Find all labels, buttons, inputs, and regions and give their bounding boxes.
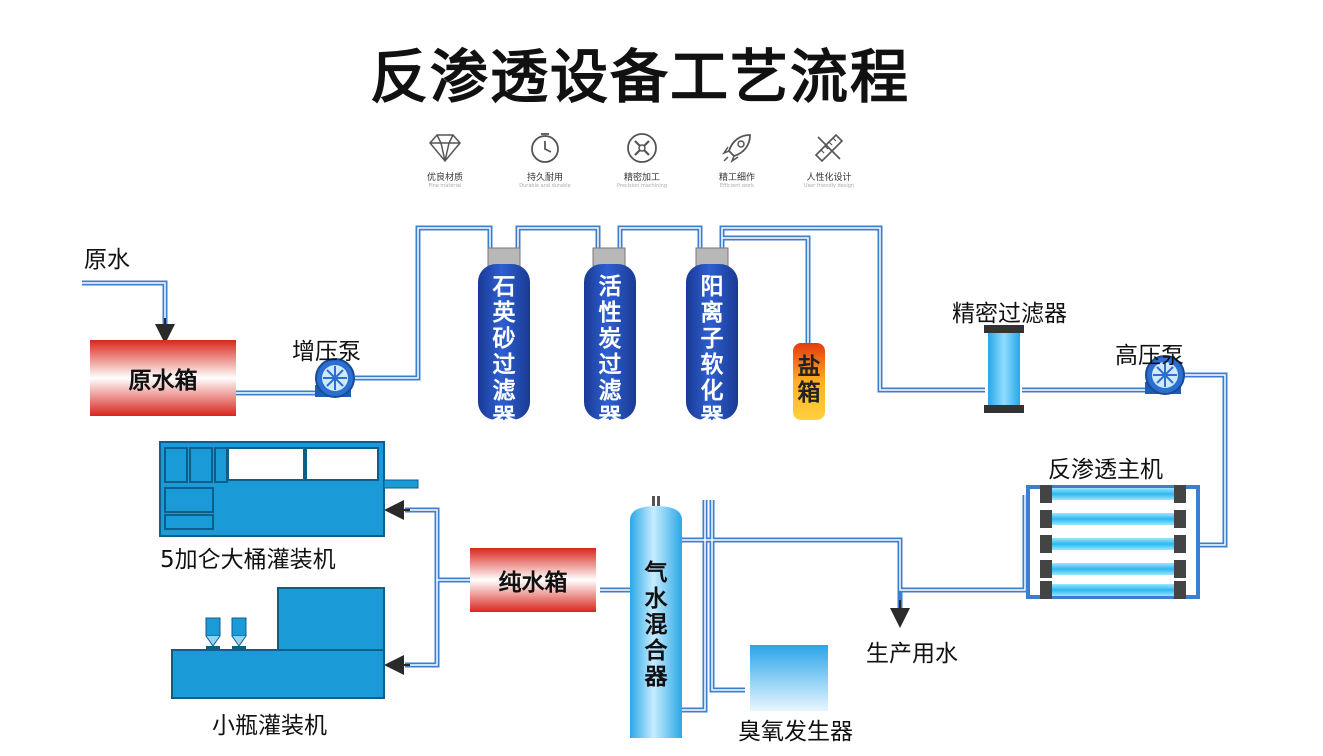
feature-sublabel: Efficient work — [719, 183, 755, 189]
feature-precision: 精密加工 Precision machining — [607, 128, 677, 189]
carbon-filter-vessel — [584, 247, 636, 420]
ro-membrane-array — [1026, 485, 1200, 599]
pure-water-tank — [470, 548, 596, 612]
precision-filter-label: 精密过滤器 — [952, 301, 1067, 327]
ozone-generator-label: 臭氧发生器 — [738, 719, 853, 745]
ro-host-label: 反渗透主机 — [1048, 457, 1163, 483]
feature-material: 优良材质 Fine material — [410, 128, 480, 189]
precision-filter-vessel — [984, 325, 1024, 413]
feature-label: 人性化设计 — [806, 173, 852, 183]
pure-water-tank-label: 纯水箱 — [498, 570, 568, 596]
raw-water-tank — [90, 340, 236, 416]
quartz-filter-vessel — [478, 247, 530, 420]
feature-craft: 精工细作 Efficient work — [702, 128, 772, 189]
salt-tank-label: 盐箱 — [797, 354, 821, 406]
booster-pump-icon — [315, 358, 355, 398]
carbon-filter-label: 活性炭过滤器 — [598, 274, 622, 430]
barrel-filler-machine — [159, 441, 419, 537]
feature-design: 人性化设计 User friendly design — [794, 128, 864, 189]
high-pressure-pump-label: 高压泵 — [1115, 343, 1184, 369]
feature-sublabel: Durable and durable — [519, 183, 571, 189]
gas-water-mixer — [630, 496, 682, 738]
bottle-filler-label: 小瓶灌装机 — [212, 713, 327, 739]
softener-vessel — [686, 247, 738, 420]
high-pressure-pump-icon — [1145, 355, 1185, 395]
clock-icon — [525, 128, 565, 168]
diamond-icon — [425, 128, 465, 168]
page-title: 反渗透设备工艺流程 — [369, 43, 910, 111]
feature-sublabel: Precision machining — [616, 183, 668, 189]
mixer-label: 气水混合器 — [644, 560, 668, 690]
feature-durable: 持久耐用 Durable and durable — [510, 128, 580, 189]
barrel-filler-label: 5加仑大桶灌装机 — [160, 547, 336, 573]
quartz-filter-label: 石英砂过滤器 — [492, 274, 516, 430]
feature-sublabel: User friendly design — [803, 183, 855, 189]
tools-icon — [622, 128, 662, 168]
feature-sublabel: Fine material — [428, 183, 462, 189]
ozone-generator — [750, 645, 828, 711]
raw-water-tank-label: 原水箱 — [128, 368, 198, 394]
rocket-icon — [717, 128, 757, 168]
ruler-pencil-icon — [809, 128, 849, 168]
feature-label: 精密加工 — [623, 173, 660, 183]
feature-label: 持久耐用 — [526, 173, 563, 183]
salt-tank — [793, 343, 825, 420]
bottle-filler-machine — [171, 587, 385, 699]
feature-label: 精工细作 — [718, 173, 755, 183]
softener-label: 阳离子软化器 — [700, 274, 724, 430]
booster-pump-label: 增压泵 — [292, 339, 361, 365]
feature-label: 优良材质 — [426, 173, 463, 183]
production-water-label: 生产用水 — [866, 641, 958, 667]
raw-water-label: 原水 — [84, 247, 130, 273]
